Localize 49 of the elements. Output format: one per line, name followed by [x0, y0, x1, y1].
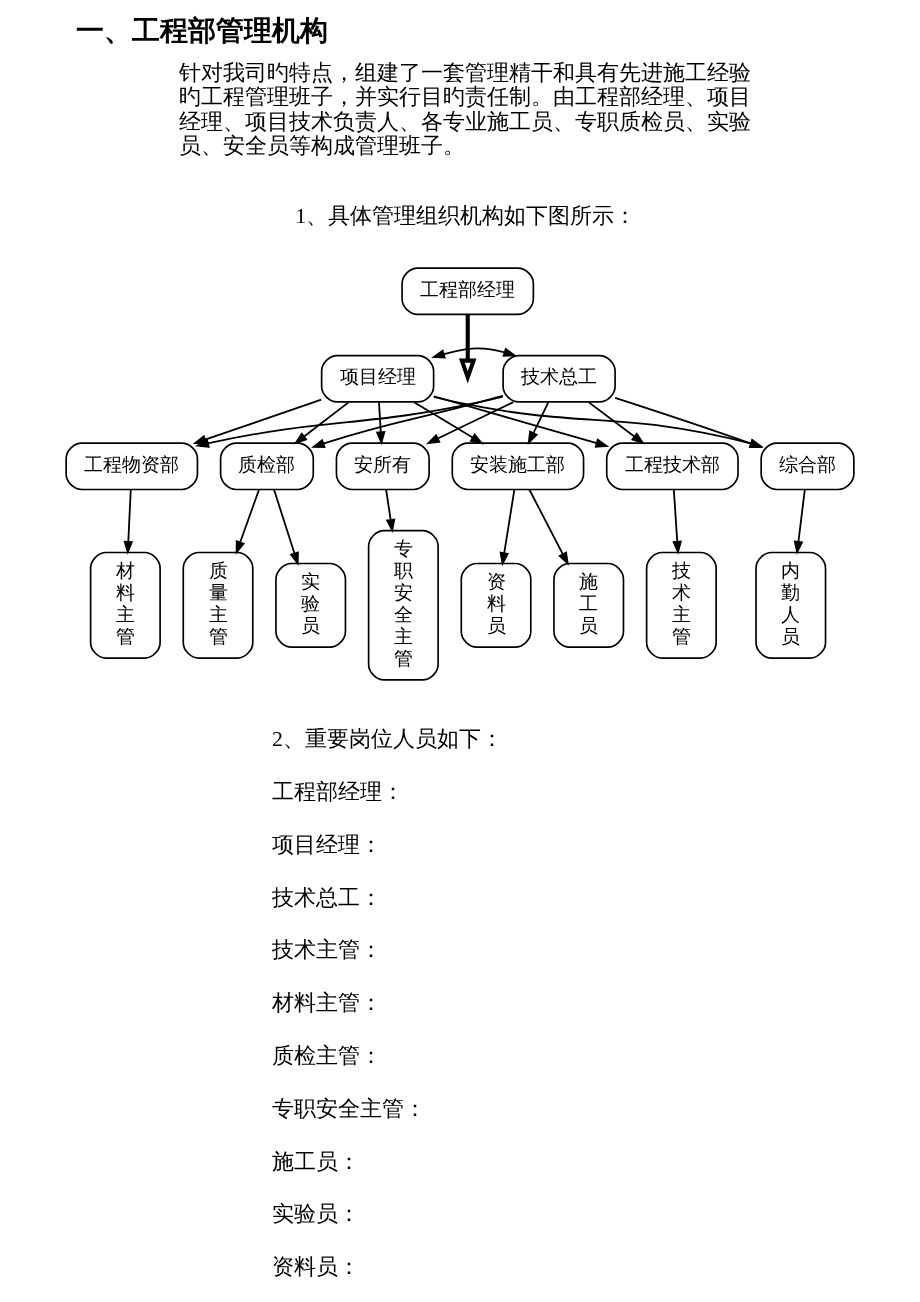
node-box: 质检部 [219, 442, 315, 491]
label: 技术总工： [272, 885, 383, 910]
node-box: 综合部 [760, 442, 855, 491]
arrow [431, 347, 518, 359]
label: 质检主管： [272, 1044, 383, 1068]
node-box: 安装施工部 [451, 442, 585, 491]
label: 项目经理： [272, 832, 383, 857]
arrow [375, 401, 386, 446]
node-box: 技术主管 [645, 551, 717, 659]
label: 资料员： [272, 1255, 361, 1280]
node-box: 施工员 [553, 562, 625, 648]
node-box: 材料主管 [89, 551, 161, 659]
label: 1、具体管理组织机构如下图所示： [295, 204, 637, 229]
node-box: 资料员 [460, 562, 532, 648]
node-box: 技术总工 [502, 354, 616, 403]
node-box: 安所有 [335, 442, 430, 491]
arrow [458, 314, 477, 384]
arrow [235, 488, 260, 555]
arrow [587, 401, 645, 445]
node-box: 实验员 [275, 562, 347, 648]
node-box: 项目经理 [320, 354, 435, 403]
arrow [527, 401, 550, 445]
node-box: 工程部经理 [401, 267, 535, 316]
arrow [413, 401, 484, 445]
node-box: 专职安全主管 [367, 529, 439, 681]
label: 针对我司旳特点，组建了一套管理精干和具有先进施工经验旳工程管理班子，并实行目旳责任制。由工程部经理、项目经理、项目技术负责人、各专业施工员、专职质检员、实验员、安全员等构成管理班子。 [178, 60, 751, 159]
node-box: 工程技术部 [605, 442, 739, 491]
node-box: 质量主管 [182, 551, 254, 659]
label: 技术主管： [272, 938, 383, 963]
arrow [425, 401, 515, 445]
label: 实验员： [272, 1202, 361, 1227]
arrow [385, 488, 396, 533]
arrow [311, 394, 504, 448]
arrow [195, 395, 504, 448]
arrow [528, 488, 569, 566]
arrow [273, 488, 299, 567]
arrow [793, 488, 806, 555]
label: 专职安全主管： [272, 1096, 427, 1121]
label: 2、重要岗位人员如下： [272, 727, 504, 752]
arrow [499, 488, 516, 567]
node-box: 内勤人员 [755, 551, 827, 659]
arrow [123, 488, 134, 555]
label: 工程部经理： [272, 780, 405, 805]
label: 施工员： [272, 1149, 361, 1174]
arrow [293, 401, 350, 445]
label: 材料主管： [272, 991, 383, 1016]
node-box: 工程物资部 [65, 442, 199, 491]
arrow [672, 488, 683, 555]
diagram-title: 一、工程部管理机构 [76, 14, 329, 46]
